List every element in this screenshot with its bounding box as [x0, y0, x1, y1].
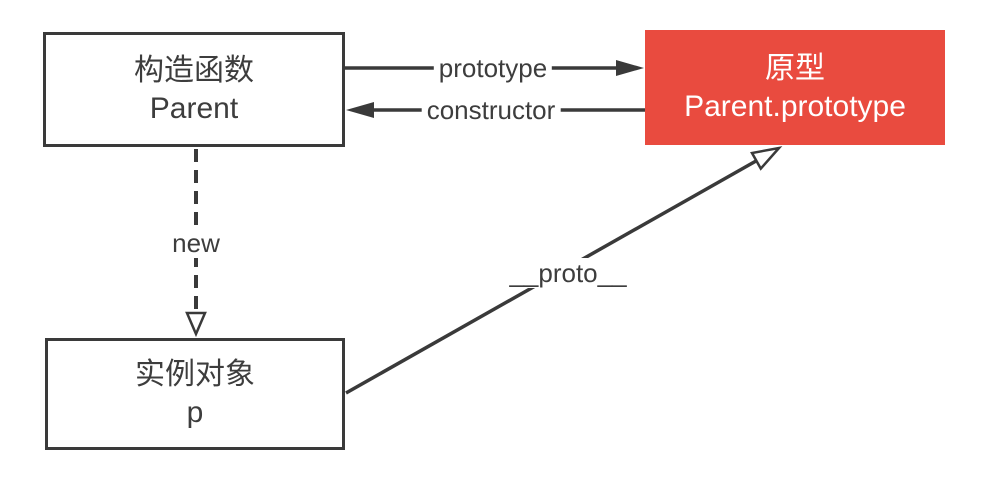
prototype-arrow-label: prototype: [433, 53, 553, 83]
constructor-arrow-label: constructor: [421, 95, 561, 125]
constructor-node-label-en: Parent: [149, 91, 239, 125]
instance-node-label-en: p: [186, 396, 204, 429]
instance-node-label-cn: 实例对象: [135, 358, 255, 391]
constructor-node: 构造函数 Parent: [43, 32, 345, 147]
constructor-node-label-cn: 构造函数: [134, 53, 254, 87]
prototype-node: 原型 Parent.prototype: [645, 30, 945, 145]
instance-node: 实例对象 p: [45, 338, 345, 450]
new-arrow-label: new: [167, 228, 225, 258]
proto-arrow-label: __proto__: [504, 258, 632, 288]
prototype-node-label-cn: 原型: [765, 51, 825, 85]
prototype-node-label-en: Parent.prototype: [684, 89, 906, 123]
